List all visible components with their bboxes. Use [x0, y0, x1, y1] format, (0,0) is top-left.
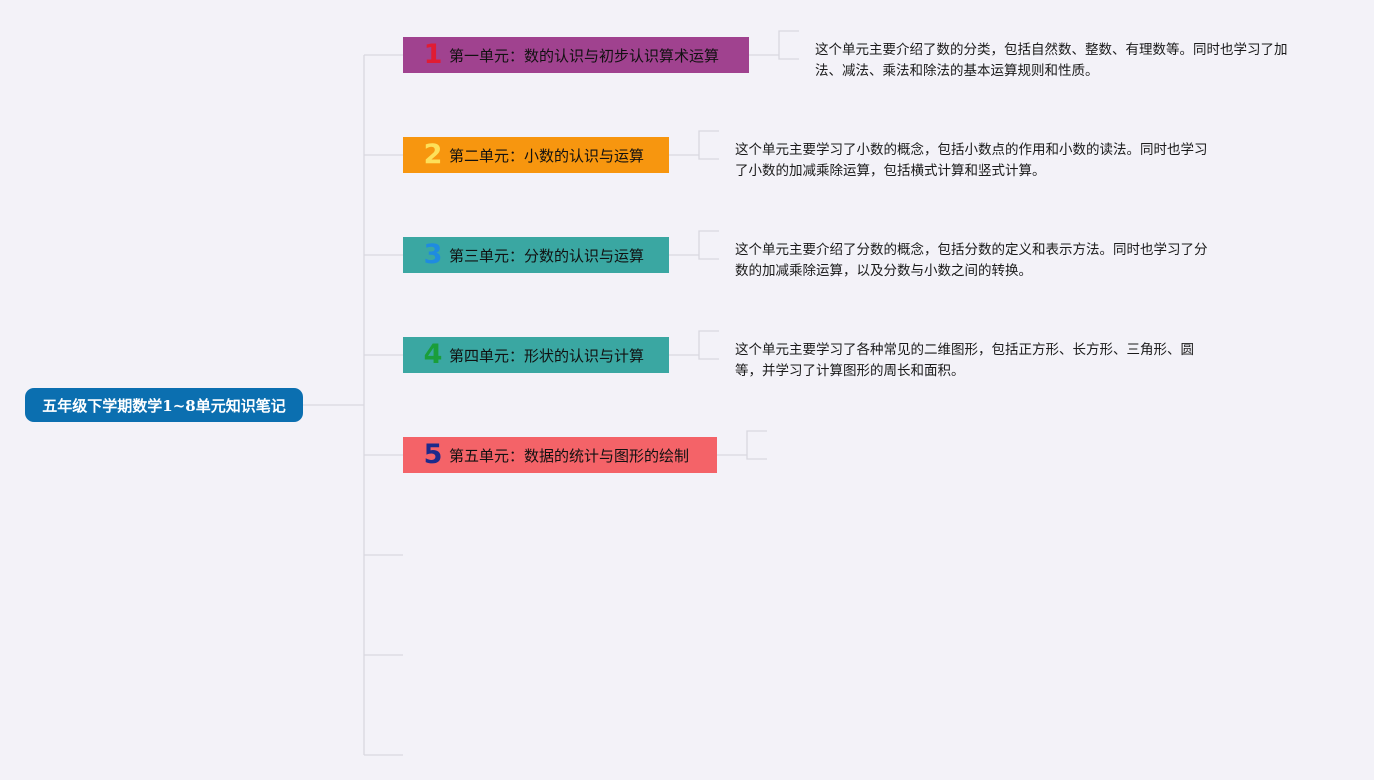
unit-number-4: 4 [423, 339, 443, 370]
desc-bracket-4 [698, 330, 719, 360]
desc-bracket-5 [746, 430, 767, 460]
unit-title-5: 第五单元：数据的统计与图形的绘制 [449, 446, 690, 465]
description-line: 这个单元主要学习了小数的概念，包括小数点的作用和小数的读法。同时也学习 [735, 142, 1208, 158]
description-line: 这个单元主要介绍了分数的概念，包括分数的定义和表示方法。同时也学习了分 [735, 242, 1208, 258]
unit-title-3: 第三单元：分数的认识与运算 [449, 246, 645, 265]
unit-node-4[interactable]: 4 第四单元：形状的认识与计算 [403, 337, 669, 373]
description-line: 数的加减乘除运算，以及分数与小数之间的转换。 [735, 263, 1032, 279]
unit-node-2[interactable]: 2 第二单元：小数的认识与运算 [403, 137, 669, 173]
unit-number-2: 2 [423, 139, 443, 170]
unit-title-4: 第四单元：形状的认识与计算 [449, 346, 645, 365]
unit-title-1: 第一单元：数的认识与初步认识算术运算 [449, 46, 720, 65]
description-line: 法、减法、乘法和除法的基本运算规则和性质。 [815, 63, 1099, 79]
description-line: 这个单元主要学习了各种常见的二维图形，包括正方形、长方形、三角形、圆 [735, 342, 1194, 358]
unit-title-2: 第二单元：小数的认识与运算 [449, 146, 645, 165]
description-line: 这个单元主要介绍了数的分类，包括自然数、整数、有理数等。同时也学习了加 [815, 42, 1288, 58]
unit-number-1: 1 [423, 39, 443, 70]
unit-number-5: 5 [423, 439, 443, 470]
unit-node-5[interactable]: 5 第五单元：数据的统计与图形的绘制 [403, 437, 717, 473]
desc-bracket-2 [698, 130, 719, 160]
unit-node-1[interactable]: 1 第一单元：数的认识与初步认识算术运算 [403, 37, 749, 73]
unit-node-3[interactable]: 3 第三单元：分数的认识与运算 [403, 237, 669, 273]
description-line: 了小数的加减乘除运算，包括横式计算和竖式计算。 [735, 163, 1046, 179]
unit-description-3[interactable]: 这个单元主要介绍了分数的概念，包括分数的定义和表示方法。同时也学习了分数的加减乘… [735, 240, 1208, 282]
unit-description-2[interactable]: 这个单元主要学习了小数的概念，包括小数点的作用和小数的读法。同时也学习了小数的加… [735, 140, 1208, 182]
desc-bracket-3 [698, 230, 719, 260]
unit-number-3: 3 [423, 239, 443, 270]
unit-description-4[interactable]: 这个单元主要学习了各种常见的二维图形，包括正方形、长方形、三角形、圆等，并学习了… [735, 340, 1194, 382]
unit-description-1[interactable]: 这个单元主要介绍了数的分类，包括自然数、整数、有理数等。同时也学习了加法、减法、… [815, 40, 1288, 82]
root-node[interactable]: 五年级下学期数学1~8单元知识笔记 [25, 388, 303, 422]
desc-bracket-1 [778, 30, 799, 60]
description-line: 等，并学习了计算图形的周长和面积。 [735, 363, 965, 379]
